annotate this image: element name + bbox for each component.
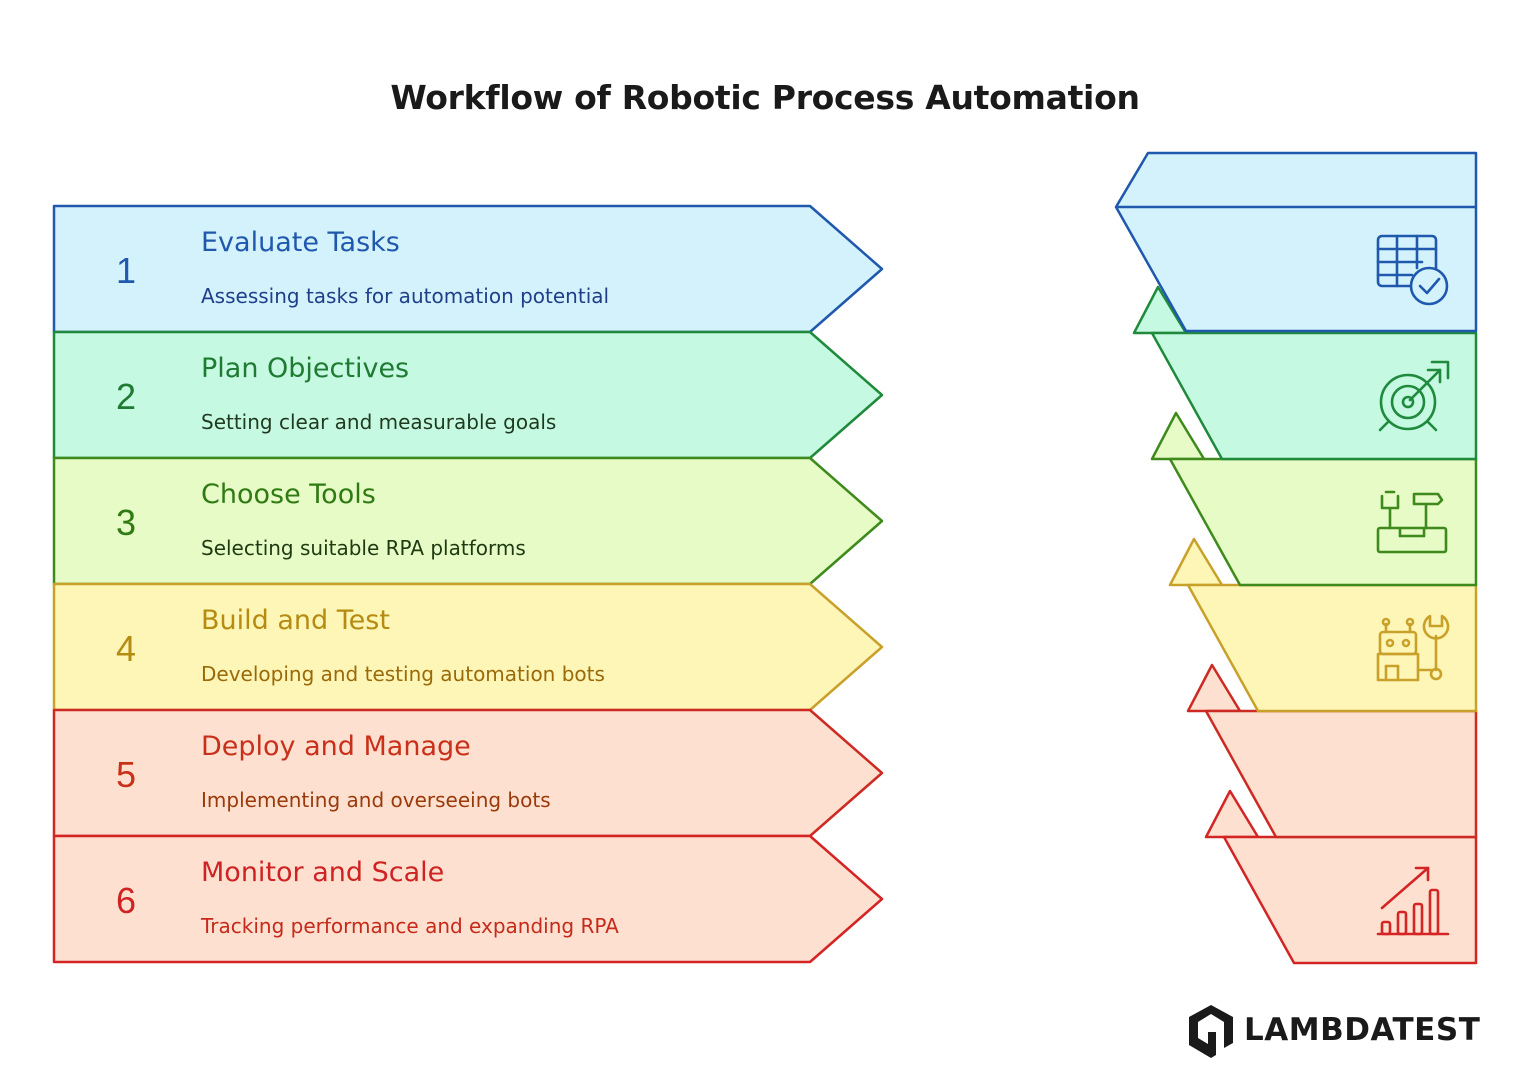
diagram-title: Workflow of Robotic Process Automation <box>390 78 1140 117</box>
fold-panel-2 <box>1132 285 1478 461</box>
step-number: 4 <box>115 628 137 669</box>
step-number: 2 <box>115 376 137 417</box>
step-title: Evaluate Tasks <box>201 227 400 258</box>
fold-panel-1 <box>1114 151 1478 333</box>
target-arrow-icon <box>1378 360 1450 432</box>
step-description: Selecting suitable RPA platforms <box>201 536 526 560</box>
step-band-4 <box>52 582 884 712</box>
step-title: Build and Test <box>201 605 390 636</box>
step-band-2 <box>52 330 884 460</box>
step-number: 1 <box>115 250 137 291</box>
step-band-5 <box>52 708 884 838</box>
step-description: Tracking performance and expanding RPA <box>201 914 619 938</box>
fold-flap-6 <box>1204 789 1260 839</box>
fold-panel-3 <box>1150 411 1478 587</box>
step-description: Implementing and overseeing bots <box>201 788 551 812</box>
lambdatest-logo-icon <box>1189 1005 1233 1058</box>
step-description: Assessing tasks for automation potential <box>201 284 610 308</box>
step-title: Monitor and Scale <box>201 857 445 888</box>
brand-name: LAMBDATEST <box>1244 1012 1481 1048</box>
robot-wrench-icon <box>1376 614 1450 682</box>
step-description: Developing and testing automation bots <box>201 662 605 686</box>
fold-flap-3 <box>1150 411 1206 461</box>
step-number: 6 <box>115 880 137 921</box>
toolbox-icon <box>1376 490 1448 554</box>
step-number: 3 <box>115 502 137 543</box>
step-band-6 <box>52 834 884 964</box>
step-band-1 <box>52 204 884 334</box>
step-number: 5 <box>115 754 137 795</box>
fold-flap-5 <box>1186 663 1242 713</box>
fold-flap-4 <box>1168 537 1224 587</box>
step-title: Deploy and Manage <box>201 731 471 762</box>
step-description: Setting clear and measurable goals <box>201 410 557 434</box>
spreadsheet-check-icon <box>1376 234 1449 306</box>
brand-logo: LAMBDATEST <box>1186 1002 1480 1058</box>
step-title: Choose Tools <box>201 479 376 510</box>
step-title: Plan Objectives <box>201 353 410 384</box>
growth-chart-icon <box>1376 866 1450 936</box>
step-band-3 <box>52 456 884 586</box>
